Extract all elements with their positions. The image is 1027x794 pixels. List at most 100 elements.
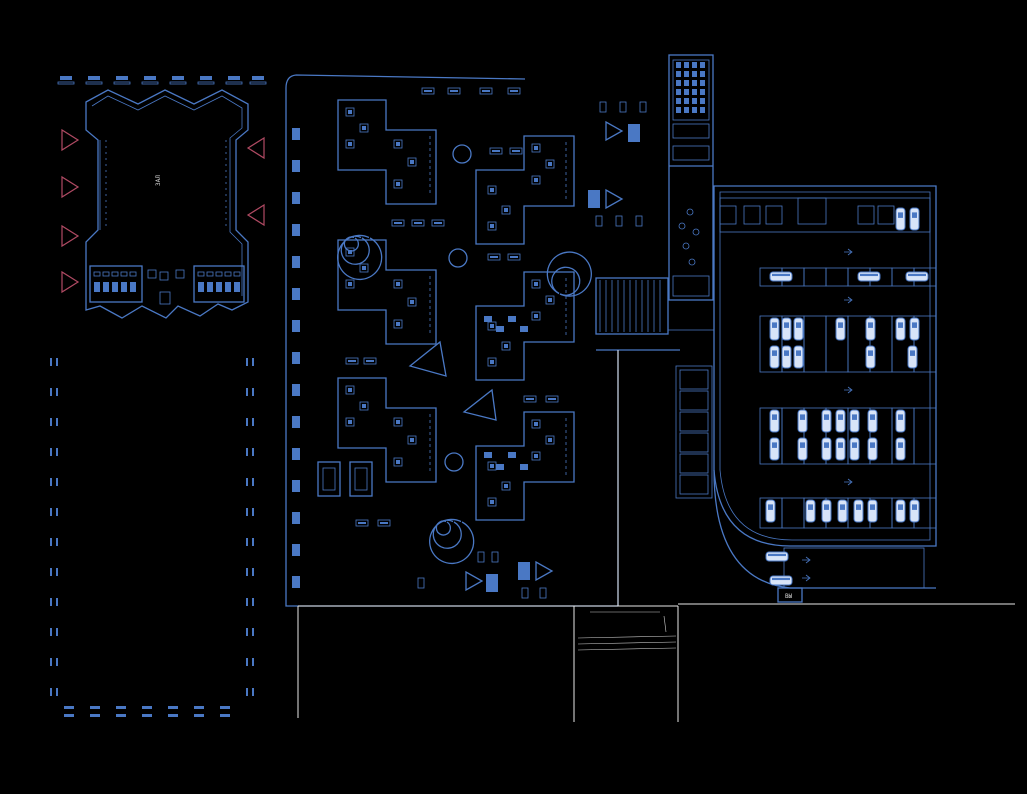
car-icon [865, 345, 876, 369]
meeting-room [349, 461, 373, 497]
bench [56, 598, 58, 606]
arrow-icon [802, 574, 811, 582]
bench [56, 358, 58, 366]
chair [292, 576, 300, 588]
parking-stall [679, 411, 709, 432]
seat [700, 71, 705, 77]
car-icon [895, 437, 906, 461]
car-icon [853, 499, 864, 523]
seat [692, 71, 697, 77]
chair [292, 224, 300, 236]
bench [252, 358, 254, 366]
seat [684, 107, 689, 113]
chair [292, 480, 300, 492]
parking-stall [913, 407, 937, 465]
bench [246, 448, 248, 456]
desk [345, 357, 359, 365]
car-icon [797, 437, 808, 461]
entrance-marker-icon [246, 203, 265, 227]
desk [479, 87, 493, 95]
bench [252, 628, 254, 636]
desk [489, 147, 503, 155]
chair [292, 448, 300, 460]
car-icon [849, 409, 860, 433]
desk [484, 452, 492, 458]
site-roads [297, 350, 1015, 722]
ramp-zone [595, 277, 714, 351]
exhibition-hall: ЗАЛ [57, 76, 267, 319]
desk [545, 395, 559, 403]
car-icon [867, 437, 878, 461]
bench [56, 688, 58, 696]
seat [417, 577, 425, 589]
utility-room [857, 205, 875, 225]
seat [619, 101, 627, 113]
chair [292, 384, 300, 396]
bench [252, 598, 254, 606]
bench [246, 358, 248, 366]
bench [50, 598, 52, 606]
kiosk-label: ВЫ [785, 593, 793, 600]
desk [355, 519, 369, 527]
seat [676, 80, 681, 86]
car-icon [769, 317, 780, 341]
bench [56, 418, 58, 426]
seat [684, 71, 689, 77]
seat [477, 551, 485, 563]
car-icon [769, 345, 780, 369]
car-icon [835, 409, 846, 433]
entrance-marker-icon [61, 224, 80, 248]
seat [595, 215, 603, 227]
seat [676, 107, 681, 113]
bench [142, 706, 152, 709]
desk [447, 87, 461, 95]
seat [676, 62, 681, 68]
office-pod [337, 99, 437, 205]
parking-stalls [679, 205, 937, 529]
desk [411, 219, 425, 227]
office-pod [475, 135, 575, 245]
arrow-icon [844, 386, 853, 394]
seat [539, 587, 547, 599]
seat [692, 62, 697, 68]
entrance-marker-icon [61, 175, 80, 199]
seat [639, 101, 647, 113]
seat [684, 62, 689, 68]
bench [252, 418, 254, 426]
car-icon [797, 409, 808, 433]
seat [692, 89, 697, 95]
bench [116, 706, 126, 709]
desk [520, 326, 528, 332]
seat [684, 80, 689, 86]
car-icon [835, 317, 846, 341]
bench-marker [88, 76, 100, 80]
seat [491, 551, 499, 563]
bench [246, 508, 248, 516]
parking-stall [679, 453, 709, 474]
seat [692, 107, 697, 113]
meeting-room [317, 461, 341, 497]
hall-label: ЗАЛ [155, 175, 162, 186]
parking-stall [803, 267, 827, 287]
bench [220, 714, 230, 717]
arrow-icon [844, 478, 853, 486]
bench [90, 706, 100, 709]
office-pod [337, 239, 437, 345]
bench [252, 538, 254, 546]
bench [246, 418, 248, 426]
chair [292, 288, 300, 300]
bench [252, 688, 254, 696]
bench-marker [60, 76, 72, 80]
bench [56, 658, 58, 666]
car-icon [909, 499, 920, 523]
utility-room [765, 205, 783, 225]
bench [50, 568, 52, 576]
entrance-marker-icon [61, 270, 80, 294]
bench [50, 688, 52, 696]
car-icon [769, 409, 780, 433]
bench [116, 714, 126, 717]
bench [50, 508, 52, 516]
hall-top-markers [57, 76, 267, 85]
seat [700, 80, 705, 86]
parking-stall [803, 315, 827, 373]
